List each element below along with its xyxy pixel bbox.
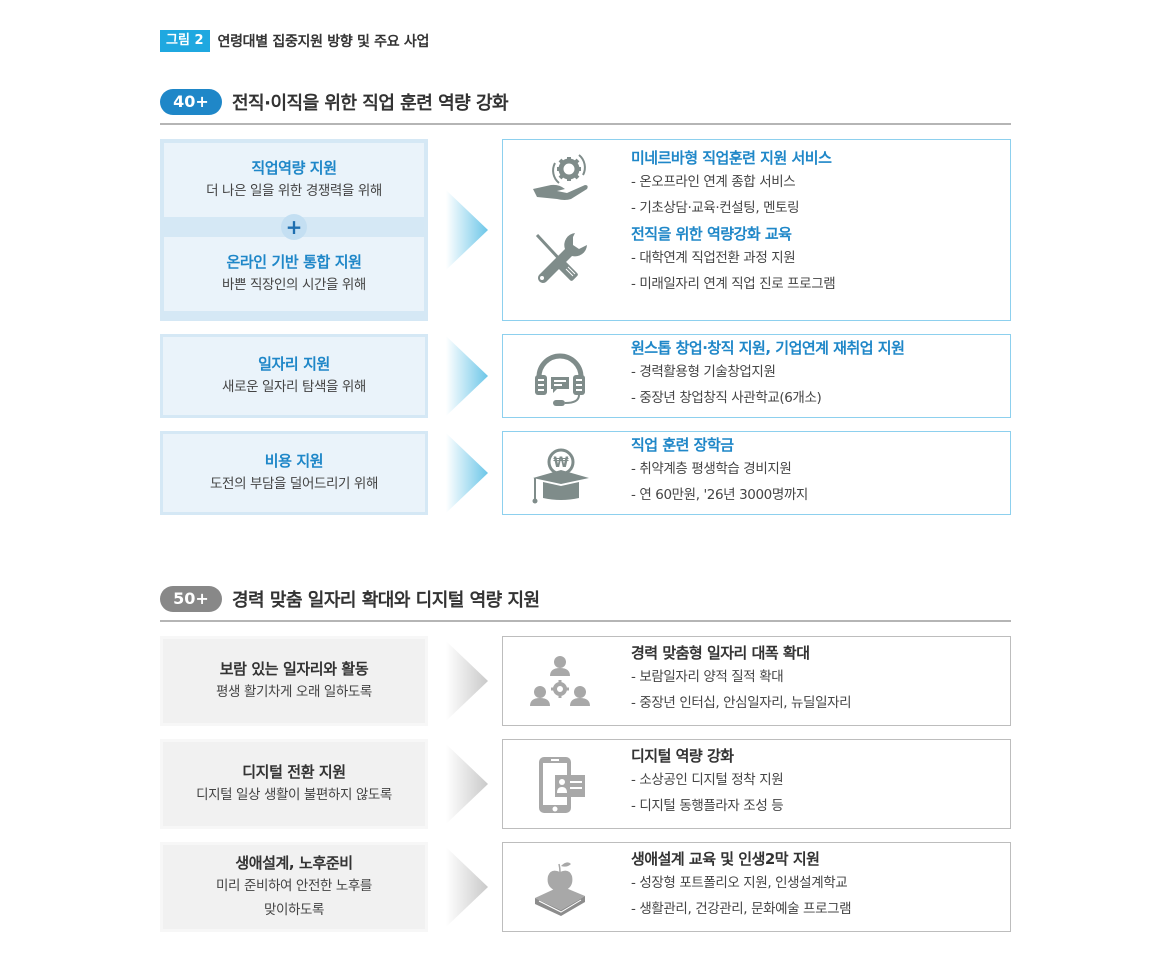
program-item: ₩ 직업 훈련 장학금 - 취약계층 평생학습 경비지원 - 연 60만원, '… — [503, 434, 1010, 508]
program-item: 미네르바형 직업훈련 지원 서비스 - 온오프라인 연계 종합 서비스 - 기초… — [503, 147, 1010, 221]
program-heading: 전직을 위한 역량강화 교육 — [631, 225, 792, 243]
age-badge: 50+ — [160, 586, 222, 612]
age-badge: 40+ — [160, 89, 222, 115]
left-category-box: 일자리 지원 새로운 일자리 탐색을 위해 — [160, 334, 428, 418]
figure-title: 그림 2 연령대별 집중지원 방향 및 주요 사업 — [160, 30, 429, 52]
program-bullet: - 중장년 창업창직 사관학교(6개소) — [631, 390, 822, 406]
program-heading: 경력 맞춤형 일자리 대폭 확대 — [631, 644, 810, 662]
program-heading: 직업 훈련 장학금 — [631, 436, 734, 454]
arrow-right-icon — [446, 433, 488, 513]
program-bullet: - 대학연계 직업전환 과정 지원 — [631, 250, 796, 266]
arrow-right-icon — [446, 641, 488, 721]
left-box-title: 직업역량 지원 — [251, 159, 337, 177]
program-item: 경력 맞춤형 일자리 대폭 확대 - 보람일자리 양적 질적 확대 - 중장년 … — [503, 642, 1010, 716]
program-item: 전직을 위한 역량강화 교육 - 대학연계 직업전환 과정 지원 - 미래일자리… — [503, 223, 1010, 297]
program-bullet: - 생활관리, 건강관리, 문화예술 프로그램 — [631, 901, 852, 917]
left-box-subtitle: 디지털 일상 생활이 불편하지 않도록 — [196, 787, 392, 803]
program-bullet: - 연 60만원, '26년 3000명까지 — [631, 487, 808, 503]
program-bullet: - 소상공인 디지털 정착 지원 — [631, 772, 784, 788]
combiner: + — [164, 214, 424, 240]
smartphone-id-card-icon — [529, 755, 591, 817]
arrow-right-icon — [446, 847, 488, 927]
left-box-subtitle: 더 나은 일을 위한 경쟁력을 위해 — [206, 183, 382, 199]
left-box-subtitle: 바쁜 직장인의 시간을 위해 — [222, 277, 366, 293]
left-box-title: 온라인 기반 통합 지원 — [226, 253, 362, 271]
left-category-box: 생애설계, 노후준비 미리 준비하여 안전한 노후를 맞이하도록 — [160, 842, 428, 932]
combined-support-box: 직업역량 지원 더 나은 일을 위한 경쟁력을 위해 + 온라인 기반 통합 지… — [160, 139, 428, 321]
left-box-subtitle: 새로운 일자리 탐색을 위해 — [222, 379, 366, 395]
section-header: 40+ 전직·이직을 위한 직업 훈련 역량 강화 — [160, 86, 1011, 118]
program-heading: 미네르바형 직업훈련 지원 서비스 — [631, 149, 832, 167]
program-bullet: - 온오프라인 연계 종합 서비스 — [631, 174, 796, 190]
section-divider — [160, 123, 1011, 125]
program-bullet: - 취약계층 평생학습 경비지원 — [631, 461, 792, 477]
plus-icon: + — [281, 214, 307, 240]
graduation-cap-won-icon: ₩ — [529, 444, 591, 506]
program-bullet: - 디지털 동행플라자 조성 등 — [631, 798, 784, 814]
left-box-subtitle: 평생 활기차게 오래 일하도록 — [216, 684, 372, 700]
program-box: 원스톱 창업·창직 지원, 기업연계 재취업 지원 - 경력활용형 기술창업지원… — [502, 334, 1011, 418]
figure-badge: 그림 2 — [160, 30, 210, 52]
program-heading: 원스톱 창업·창직 지원, 기업연계 재취업 지원 — [631, 339, 905, 357]
section-title: 전직·이직을 위한 직업 훈련 역량 강화 — [232, 93, 509, 114]
program-box: ₩ 직업 훈련 장학금 - 취약계층 평생학습 경비지원 - 연 60만원, '… — [502, 431, 1011, 515]
program-box: 경력 맞춤형 일자리 대폭 확대 - 보람일자리 양적 질적 확대 - 중장년 … — [502, 636, 1011, 726]
program-item: 디지털 역량 강화 - 소상공인 디지털 정착 지원 - 디지털 동행플라자 조… — [503, 745, 1010, 819]
left-box-part: 온라인 기반 통합 지원 바쁜 직장인의 시간을 위해 — [164, 237, 424, 311]
tools-icon — [529, 227, 591, 289]
program-bullet: - 기초상담·교육·컨설팅, 멘토링 — [631, 200, 800, 216]
hand-gear-icon — [529, 151, 591, 213]
arrow-right-icon — [446, 744, 488, 824]
left-box-title: 디지털 전환 지원 — [242, 763, 346, 781]
left-box-title: 비용 지원 — [264, 452, 324, 470]
program-box: 디지털 역량 강화 - 소상공인 디지털 정착 지원 - 디지털 동행플라자 조… — [502, 739, 1011, 829]
program-box: 생애설계 교육 및 인생2막 지원 - 성장형 포트폴리오 지원, 인생설계학교… — [502, 842, 1011, 932]
section-header: 50+ 경력 맞춤 일자리 확대와 디지털 역량 지원 — [160, 583, 1011, 615]
people-network-icon — [529, 652, 591, 714]
program-heading: 생애설계 교육 및 인생2막 지원 — [631, 850, 820, 868]
program-heading: 디지털 역량 강화 — [631, 747, 734, 765]
program-bullet: - 미래일자리 연계 직업 진로 프로그램 — [631, 276, 836, 292]
figure-caption: 연령대별 집중지원 방향 및 주요 사업 — [217, 34, 430, 50]
left-box-subtitle: 맞이하도록 — [263, 902, 325, 918]
program-bullet: - 중장년 인터십, 안심일자리, 뉴딜일자리 — [631, 695, 852, 711]
arrow-right-icon — [446, 190, 488, 270]
arrow-right-icon — [446, 336, 488, 416]
left-category-box: 디지털 전환 지원 디지털 일상 생활이 불편하지 않도록 — [160, 739, 428, 829]
program-box: 미네르바형 직업훈련 지원 서비스 - 온오프라인 연계 종합 서비스 - 기초… — [502, 139, 1011, 321]
left-box-subtitle: 미리 준비하여 안전한 노후를 — [216, 878, 372, 894]
program-bullet: - 경력활용형 기술창업지원 — [631, 364, 776, 380]
section-divider — [160, 620, 1011, 622]
left-category-box: 비용 지원 도전의 부담을 덜어드리기 위해 — [160, 431, 428, 515]
left-box-part: 직업역량 지원 더 나은 일을 위한 경쟁력을 위해 — [164, 143, 424, 217]
left-box-title: 보람 있는 일자리와 활동 — [219, 660, 369, 678]
apple-book-icon — [529, 858, 591, 920]
left-box-title: 일자리 지원 — [258, 355, 330, 373]
left-box-subtitle: 도전의 부담을 덜어드리기 위해 — [210, 476, 378, 492]
program-item: 생애설계 교육 및 인생2막 지원 - 성장형 포트폴리오 지원, 인생설계학교… — [503, 848, 1010, 922]
program-bullet: - 성장형 포트폴리오 지원, 인생설계학교 — [631, 875, 848, 891]
svg-text:₩: ₩ — [553, 455, 569, 471]
left-category-box: 보람 있는 일자리와 활동 평생 활기차게 오래 일하도록 — [160, 636, 428, 726]
section-title: 경력 맞춤 일자리 확대와 디지털 역량 지원 — [232, 590, 540, 611]
headset-icon — [529, 347, 591, 409]
left-box-title: 생애설계, 노후준비 — [235, 854, 353, 872]
program-item: 원스톱 창업·창직 지원, 기업연계 재취업 지원 - 경력활용형 기술창업지원… — [503, 337, 1010, 411]
program-bullet: - 보람일자리 양적 질적 확대 — [631, 669, 784, 685]
